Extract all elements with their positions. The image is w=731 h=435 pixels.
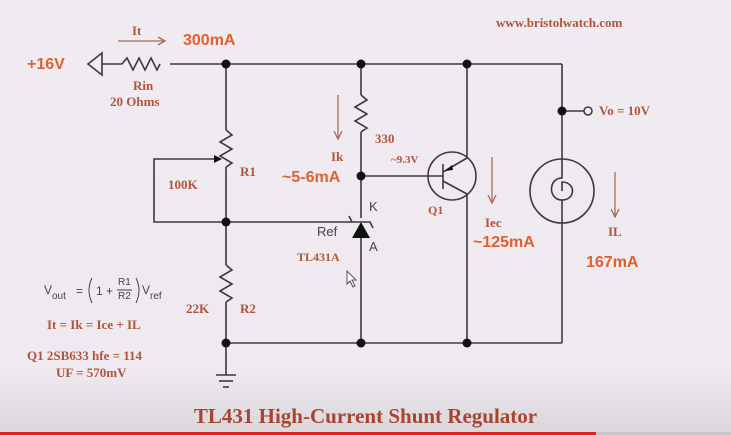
junction-dot xyxy=(462,59,472,69)
formula-r2: R2 xyxy=(118,291,131,302)
r1-name: R1 xyxy=(240,164,256,179)
watermark: www.bristolwatch.com xyxy=(496,15,623,30)
r2-name: R2 xyxy=(240,301,256,316)
junction-dot xyxy=(356,338,366,348)
rin-name: Rin xyxy=(133,78,154,93)
formula-paren-right xyxy=(135,277,140,304)
rin-resistor xyxy=(121,56,161,72)
r330-value: 330 xyxy=(375,131,395,146)
r2-resistor xyxy=(218,264,234,303)
r330-resistor xyxy=(353,94,369,133)
uf-spec: UF = 570mV xyxy=(56,365,127,380)
current-equation: It = Ik = Ice + IL xyxy=(47,317,141,332)
mouse-cursor-icon xyxy=(346,270,358,288)
iec-value: ~125mA xyxy=(473,234,535,251)
video-progress-bar[interactable] xyxy=(0,432,731,435)
junction-dot xyxy=(557,106,567,116)
r2-value: 22K xyxy=(186,301,210,316)
q1-spec: Q1 2SB633 hfe = 114 xyxy=(27,348,143,363)
it-value: 300mA xyxy=(183,32,236,49)
formula-vout-sub: out xyxy=(52,291,66,302)
formula-equals: = xyxy=(76,284,84,298)
il-value: 167mA xyxy=(586,254,639,271)
junction-dot xyxy=(221,59,231,69)
q1-transistor-icon xyxy=(427,151,477,201)
it-arrow-icon xyxy=(118,36,167,46)
ik-arrow-icon xyxy=(333,95,343,141)
formula-vout: V xyxy=(44,283,53,297)
wiper-arrow-icon xyxy=(214,155,222,163)
junction-dot xyxy=(462,338,472,348)
ik-label: Ik xyxy=(331,149,344,164)
junction-dot xyxy=(356,59,366,69)
tl431-symbol-icon xyxy=(352,222,370,238)
formula-vref-sub: ref xyxy=(150,291,162,302)
formula-r1: R1 xyxy=(118,277,131,288)
iec-label: Iec xyxy=(485,215,502,230)
tl431-pin-ref: Ref xyxy=(317,224,338,239)
supply-label: +16V xyxy=(27,56,65,73)
junction-dot xyxy=(221,217,231,227)
junction-dot xyxy=(221,338,231,348)
tl431-pin-a: A xyxy=(369,239,378,254)
formula-vref: V xyxy=(142,283,151,297)
il-label: IL xyxy=(608,224,622,239)
formula-paren-left xyxy=(88,277,93,304)
base-voltage: ~9.3V xyxy=(391,154,419,166)
it-label: It xyxy=(132,23,142,38)
wiper-loop xyxy=(153,158,226,223)
q1-name: Q1 xyxy=(428,203,444,217)
output-terminal-icon xyxy=(583,106,593,116)
ik-value: ~5-6mA xyxy=(282,169,341,186)
formula-one-plus: 1 + xyxy=(96,284,114,298)
r1-value: 100K xyxy=(168,177,198,192)
tl431-name: TL431A xyxy=(297,250,340,264)
rin-value: 20 Ohms xyxy=(110,94,160,109)
diagram-title: TL431 High-Current Shunt Regulator xyxy=(193,404,538,428)
supply-terminal-icon xyxy=(86,51,103,77)
junction-dot xyxy=(356,171,366,181)
tl431-pin-k: K xyxy=(369,199,378,214)
r1-potentiometer xyxy=(218,129,234,168)
il-arrow-icon xyxy=(610,172,620,219)
output-voltage-label: Vo = 10V xyxy=(599,103,650,118)
iec-arrow-icon xyxy=(487,157,497,205)
video-progress-fill xyxy=(0,432,596,435)
